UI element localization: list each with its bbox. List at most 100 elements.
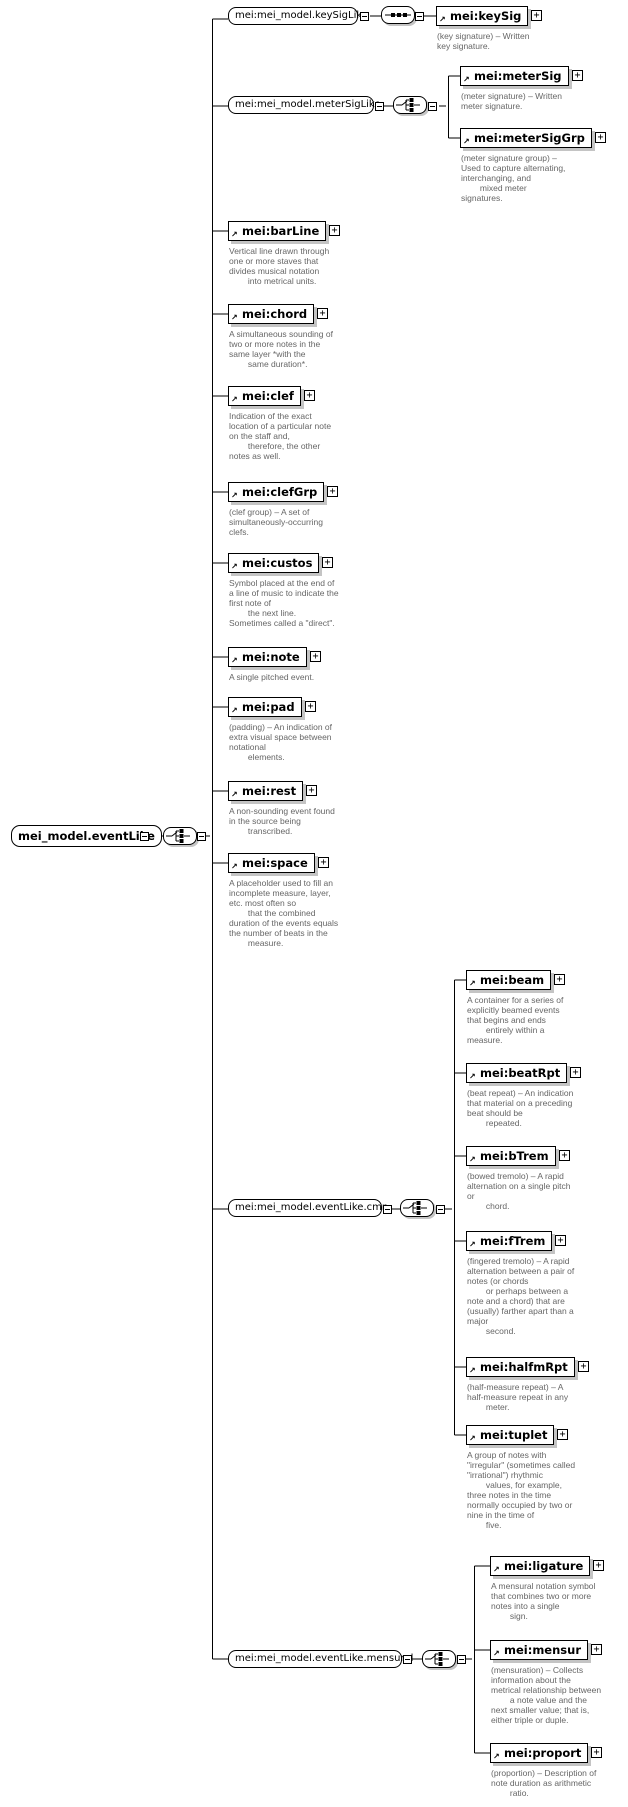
reference-arrow-icon: ↗ [493,1649,500,1658]
element-custos-description: Symbol placed at the end of a line of mu… [229,578,339,628]
element-pad-description: (padding) – An indication of extra visua… [229,722,333,762]
expand-icon[interactable]: + [591,1747,602,1758]
reference-arrow-icon: ↗ [469,1072,476,1081]
reference-arrow-icon: ↗ [469,1366,476,1375]
element-metersig-box[interactable]: ↗mei:meterSig [460,66,569,86]
reference-arrow-icon: ↗ [231,491,238,500]
element-clef-box[interactable]: ↗mei:clef [228,386,301,406]
element-proport-label: mei:proport [504,1746,582,1760]
element-clef-description: Indication of the exact location of a pa… [229,411,332,461]
element-rest-box[interactable]: ↗mei:rest [228,781,304,801]
element-beatrpt-label: mei:beatRpt [480,1066,561,1080]
expand-icon[interactable]: + [593,1560,604,1571]
expand-icon[interactable]: + [317,308,328,319]
element-space-label: mei:space [242,856,308,870]
element-tuplet-box[interactable]: ↗ mei:tuplet [466,1425,555,1445]
element-halfmrpt-box[interactable]: ↗ mei:halfmRpt [466,1357,575,1377]
element-rest-label: mei:rest [242,784,297,798]
element-proport-description: (proportion) – Description of note durat… [491,1768,597,1798]
element-tuplet-description: A group of notes with "irregular" (somet… [467,1450,576,1530]
element-ftrem-box[interactable]: ↗ mei:fTrem [466,1231,553,1251]
root-node[interactable]: mei_model.eventLike [11,825,162,847]
element-ligature-description: A mensural notation symbol that combines… [491,1581,596,1621]
element-metersiggrp-box[interactable]: ↗mei:meterSigGrp [460,128,592,148]
element-clef-label: mei:clef [242,389,294,403]
element-halfmrpt-label: mei:halfmRpt [480,1360,568,1374]
group-keysiglike[interactable]: mei:mei_model.keySigLike [228,7,368,25]
expand-icon[interactable]: + [591,1644,602,1655]
group-eventlike-mensural-collapse-toggle[interactable] [403,1655,412,1664]
element-keysig-description: (key signature) – Written key signature. [437,31,530,51]
element-btrem-label: mei:bTrem [480,1149,549,1163]
expand-icon[interactable]: + [322,557,333,568]
element-metersiggrp-label: mei:meterSigGrp [474,131,585,145]
choice-collapse-toggle[interactable] [457,1655,466,1664]
choice-compositor-icon [393,96,427,114]
sequence-collapse-toggle[interactable] [415,12,424,21]
element-ligature-box[interactable]: ↗mei:ligature [490,1556,591,1576]
choice-compositor-icon [400,1199,434,1217]
element-ftrem-description: (fingered tremolo) – A rapid alternation… [467,1256,575,1336]
element-ftrem-label: mei:fTrem [480,1234,546,1248]
expand-icon[interactable]: + [570,1067,581,1078]
reference-arrow-icon: ↗ [493,1565,500,1574]
element-beam-label: mei:beam [480,973,545,987]
element-note-box[interactable]: ↗mei:note [228,647,307,667]
expand-icon[interactable]: + [578,1361,589,1372]
element-pad-box[interactable]: ↗mei:pad [228,697,302,717]
reference-arrow-icon: ↗ [231,656,238,665]
expand-icon[interactable]: + [318,857,329,868]
choice-collapse-toggle[interactable] [428,102,437,111]
expand-icon[interactable]: + [555,1235,566,1246]
element-tuplet-label: mei:tuplet [480,1428,548,1442]
element-mensur-description: (mensuration) – Collects information abo… [491,1665,602,1725]
expand-icon[interactable]: + [595,132,606,143]
group-metersiglike[interactable]: mei:mei_model.meterSigLike [228,96,381,114]
element-mensur-box[interactable]: ↗mei:mensur [490,1640,588,1660]
element-clefgrp-box[interactable]: ↗mei:clefGrp [228,482,325,502]
element-space-box[interactable]: ↗mei:space [228,853,315,873]
element-rest-description: A non-sounding event found in the source… [229,806,335,836]
expand-icon[interactable]: + [329,225,340,236]
element-beatrpt-box[interactable]: ↗ mei:beatRpt [466,1063,568,1083]
expand-icon[interactable]: + [305,701,316,712]
element-barline-box[interactable]: ↗mei:barLine [228,221,327,241]
element-beam-box[interactable]: ↗ mei:beam [466,970,552,990]
expand-icon[interactable]: + [306,785,317,796]
expand-icon[interactable]: + [572,70,583,81]
element-proport-box[interactable]: ↗mei:proport [490,1743,589,1763]
group-eventlike-cmn[interactable]: mei:mei_model.eventLike.cmn [228,1199,388,1217]
reference-arrow-icon: ↗ [231,230,238,239]
expand-icon[interactable]: + [304,390,315,401]
expand-icon[interactable]: + [557,1429,568,1440]
reference-arrow-icon: ↗ [231,562,238,571]
expand-icon[interactable]: + [327,486,338,497]
root-collapse-toggle[interactable] [140,832,149,841]
reference-arrow-icon: ↗ [469,1434,476,1443]
group-eventlike-cmn-collapse-toggle[interactable] [383,1205,392,1214]
choice-collapse-toggle[interactable] [436,1205,445,1214]
expand-icon[interactable]: + [531,10,542,21]
expand-icon[interactable]: + [559,1150,570,1161]
reference-arrow-icon: ↗ [469,1155,476,1164]
group-eventlike-mensural[interactable]: mei:mei_model.eventLike.mensural [228,1650,413,1668]
expand-icon[interactable]: + [554,974,565,985]
choice-collapse-toggle[interactable] [197,832,206,841]
reference-arrow-icon: ↗ [469,1240,476,1249]
reference-arrow-icon: ↗ [469,979,476,988]
element-btrem-box[interactable]: ↗ mei:bTrem [466,1146,556,1166]
reference-arrow-icon: ↗ [231,706,238,715]
reference-arrow-icon: ↗ [463,75,470,84]
element-custos-box[interactable]: ↗mei:custos [228,553,320,573]
group-keysiglike-collapse-toggle[interactable] [360,12,369,21]
element-halfmrpt-description: (half-measure repeat) – A half-measure r… [467,1382,569,1412]
group-metersiglike-collapse-toggle[interactable] [375,102,384,111]
choice-compositor-icon [422,1650,456,1668]
element-keysig-box[interactable]: ↗mei:keySig [436,6,529,26]
element-beatrpt-description: (beat repeat) – An indication that mater… [467,1088,574,1128]
group-metersiglike-label: mei:mei_model.meterSigLike [235,99,381,110]
expand-icon[interactable]: + [310,651,321,662]
element-space-description: A placeholder used to fill an incomplete… [229,878,339,948]
element-chord-box[interactable]: ↗mei:chord [228,304,315,324]
element-btrem-description: (bowed tremolo) – A rapid alternation on… [467,1171,571,1211]
